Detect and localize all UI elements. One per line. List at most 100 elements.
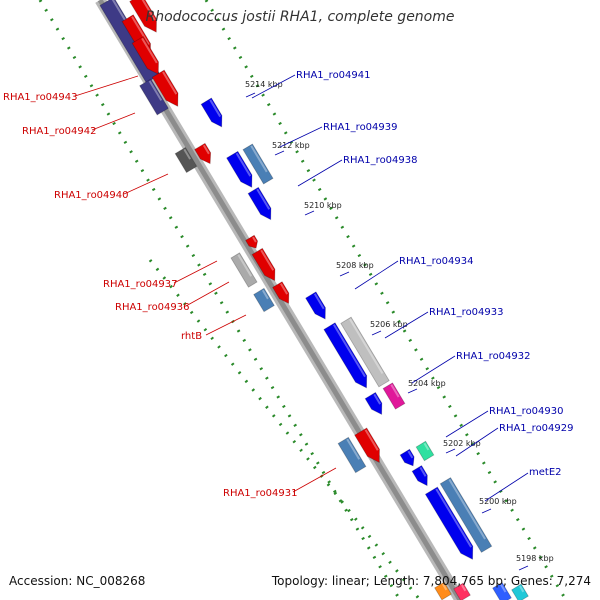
gene-highlight bbox=[209, 99, 222, 118]
right-gene-label: metE2 bbox=[529, 467, 562, 478]
gene-highlight bbox=[256, 188, 271, 210]
accession-text: Accession: NC_008268 bbox=[9, 574, 146, 588]
left-label-leader bbox=[91, 112, 136, 131]
tick-leader bbox=[245, 92, 256, 98]
right-label-leader bbox=[445, 410, 489, 438]
gene-arrow bbox=[139, 78, 169, 116]
genome-title: Rhodococcus jostii RHA1, complete genome bbox=[145, 9, 455, 25]
gene-highlight bbox=[202, 144, 210, 155]
tick-label: 5202 kbp bbox=[443, 439, 481, 448]
gene-feature bbox=[272, 281, 290, 305]
gene-arrow bbox=[354, 427, 380, 464]
gene-feature bbox=[129, 0, 157, 33]
gene-feature bbox=[194, 142, 212, 165]
tick-leader bbox=[304, 210, 315, 216]
gene-feature bbox=[151, 69, 179, 107]
tick-label: 5208 kbp bbox=[336, 261, 374, 270]
gene-arrow bbox=[247, 186, 272, 221]
gene-highlight bbox=[162, 71, 178, 95]
gene-highlight bbox=[346, 438, 361, 460]
tick-leader bbox=[274, 150, 285, 156]
gene-highlight bbox=[237, 254, 253, 277]
gene-feature bbox=[131, 35, 159, 75]
gene-arrow bbox=[439, 477, 493, 553]
gene-feature bbox=[251, 247, 276, 282]
gene-arrow bbox=[364, 391, 383, 416]
left-gene-label: RHA1_ro04937 bbox=[103, 279, 178, 290]
gene-labels: RHA1_ro04943RHA1_ro04942RHA1_ro04940RHA1… bbox=[3, 70, 574, 502]
left-gene-label: RHA1_ro04940 bbox=[54, 190, 129, 201]
gene-arrow bbox=[129, 0, 157, 33]
gene-feature bbox=[200, 97, 223, 128]
gene-arrow bbox=[174, 146, 198, 174]
gene-arrow bbox=[200, 97, 223, 128]
gene-arrow bbox=[411, 465, 428, 487]
right-gene-label: RHA1_ro04941 bbox=[296, 70, 371, 81]
gene-feature bbox=[230, 252, 258, 288]
gene-arrow bbox=[226, 150, 253, 188]
gene-feature bbox=[453, 582, 471, 600]
gene-feature bbox=[399, 448, 415, 467]
gene-arrow bbox=[323, 322, 368, 389]
right-label-leader bbox=[251, 74, 296, 99]
tick-label: 5204 kbp bbox=[408, 379, 446, 388]
left-gene-label: RHA1_ro04931 bbox=[223, 488, 298, 499]
gene-feature bbox=[139, 78, 169, 116]
right-label-leader bbox=[297, 159, 343, 187]
gene-highlight bbox=[250, 145, 268, 173]
gene-feature bbox=[305, 291, 326, 320]
gene-arrow bbox=[242, 143, 274, 185]
gene-highlight bbox=[423, 442, 430, 451]
ruler-lines bbox=[38, 0, 568, 600]
gene-arrow bbox=[253, 287, 275, 313]
gene-highlight bbox=[349, 318, 384, 374]
left-gene-label: rhtB bbox=[181, 331, 202, 342]
gene-arrow bbox=[399, 448, 415, 467]
gene-feature bbox=[174, 146, 198, 174]
gene-arrow bbox=[194, 142, 212, 165]
gene-arrow bbox=[230, 252, 258, 288]
gene-highlight bbox=[131, 16, 150, 46]
gene-arrow bbox=[151, 69, 179, 107]
left-label-leader bbox=[292, 467, 337, 493]
gene-highlight bbox=[364, 429, 379, 451]
right-gene-label: RHA1_ro04930 bbox=[489, 406, 564, 417]
right-gene-label: RHA1_ro04939 bbox=[323, 122, 398, 133]
gene-highlight bbox=[442, 583, 448, 591]
gene-feature bbox=[492, 581, 512, 600]
gene-feature bbox=[424, 486, 474, 560]
right-label-leader bbox=[455, 427, 499, 457]
tick-leader bbox=[407, 388, 418, 394]
gene-feature bbox=[354, 427, 380, 464]
gene-highlight bbox=[500, 583, 507, 593]
gene-arrow bbox=[492, 581, 512, 600]
gene-highlight bbox=[260, 249, 275, 271]
gene-highlight bbox=[183, 148, 192, 160]
tick-label: 5206 kbp bbox=[370, 320, 408, 329]
gene-feature bbox=[382, 382, 406, 410]
left-label-leader bbox=[205, 314, 247, 336]
gene-arrow bbox=[424, 486, 474, 560]
gene-feature bbox=[340, 316, 390, 388]
gene-arrow bbox=[131, 35, 159, 75]
gene-feature bbox=[242, 143, 274, 185]
right-label-leader bbox=[484, 472, 529, 502]
gene-arrow bbox=[305, 291, 326, 320]
gene-feature bbox=[511, 583, 529, 600]
gene-highlight bbox=[407, 450, 414, 459]
gene-arrow bbox=[245, 234, 259, 249]
gene-highlight bbox=[519, 585, 525, 593]
gene-feature bbox=[323, 322, 368, 389]
gene-highlight bbox=[332, 324, 366, 378]
right-label-leader bbox=[354, 260, 399, 290]
tick-leader bbox=[339, 271, 350, 277]
ruler-line bbox=[204, 0, 568, 600]
gene-arrow bbox=[251, 247, 276, 282]
gene-arrow bbox=[382, 382, 406, 410]
gene-highlight bbox=[419, 466, 427, 477]
right-gene-label: RHA1_ro04932 bbox=[456, 351, 531, 362]
gene-arrow bbox=[337, 436, 367, 474]
gene-highlight bbox=[373, 393, 382, 405]
